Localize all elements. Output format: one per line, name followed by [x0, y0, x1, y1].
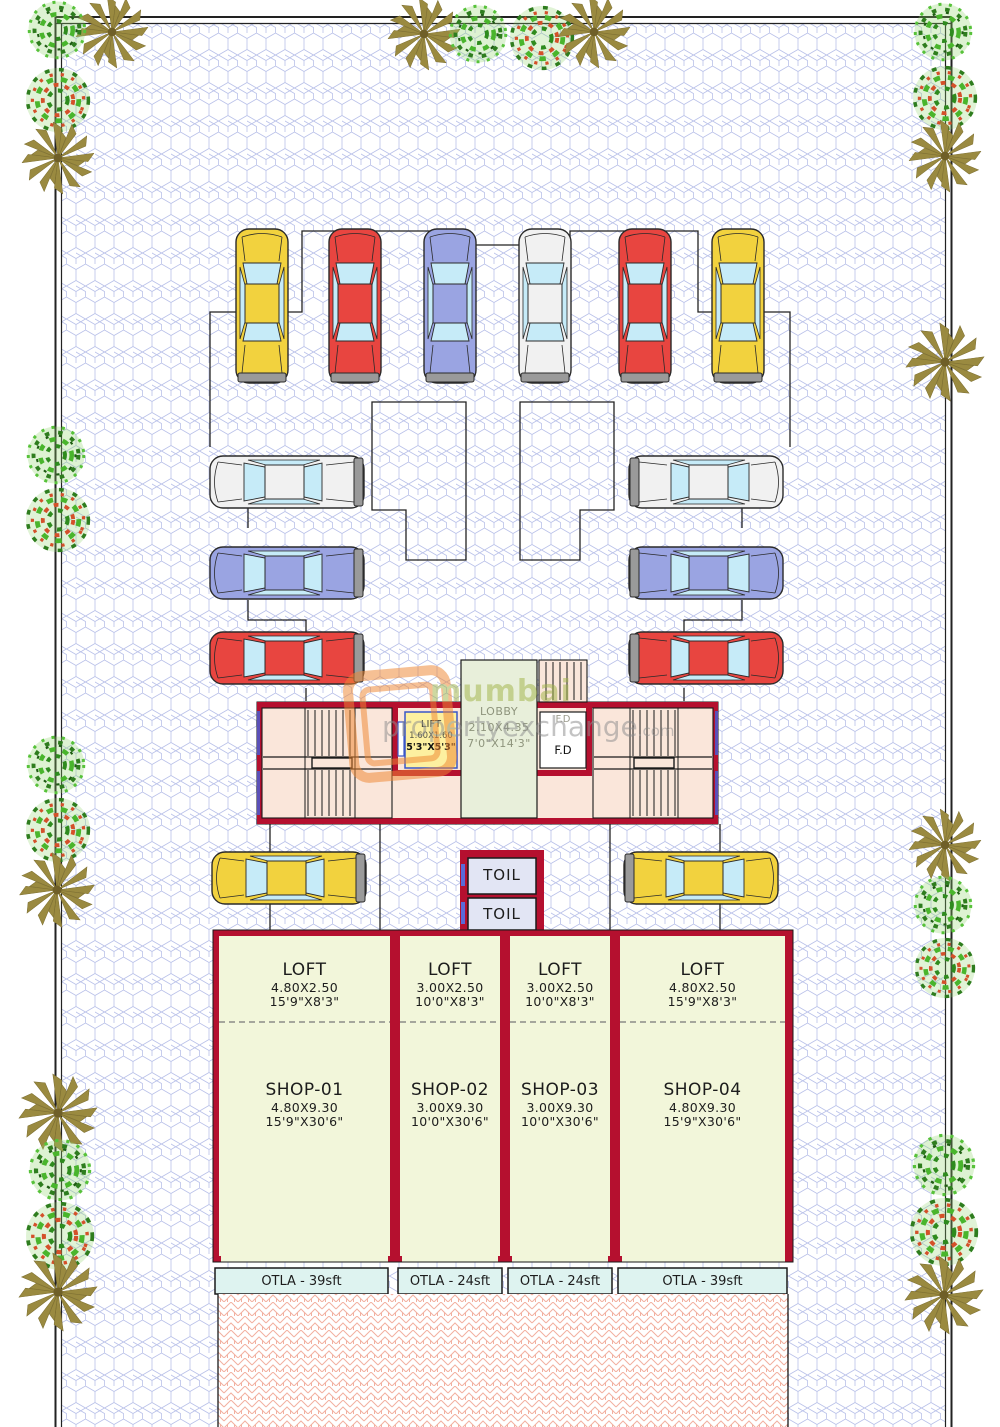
car-red — [209, 631, 365, 685]
tree-bush-icon — [450, 6, 507, 63]
car-yellow — [235, 228, 289, 384]
tree-bush-icon — [915, 877, 972, 934]
tree-bush-icon — [28, 427, 85, 484]
car-red — [618, 228, 672, 384]
car-blue — [423, 228, 477, 384]
car-white — [628, 455, 784, 509]
car-yellow — [211, 851, 367, 905]
car-white — [518, 228, 572, 384]
building-core — [256, 659, 719, 825]
toilet-block — [460, 850, 544, 936]
tree-bush-icon — [28, 737, 85, 794]
tree-bush-icon — [30, 1140, 91, 1201]
car-blue — [628, 546, 784, 600]
car-white — [209, 455, 365, 509]
tree-bush-icon — [914, 1135, 975, 1196]
front-pavement — [217, 1294, 789, 1427]
lift-shaft — [397, 711, 458, 769]
otla-strips — [214, 1267, 788, 1295]
car-blue — [209, 546, 365, 600]
shops-block — [212, 929, 794, 1295]
staircase-right — [592, 707, 714, 819]
building-window-marks — [257, 711, 718, 815]
car-yellow — [711, 228, 765, 384]
fire-duct-room — [539, 711, 587, 769]
tree-bush-icon — [915, 4, 972, 61]
staircase-left — [261, 707, 393, 819]
car-red — [628, 631, 784, 685]
car-yellow — [623, 851, 779, 905]
tree-bush-icon — [29, 2, 86, 59]
car-red — [328, 228, 382, 384]
